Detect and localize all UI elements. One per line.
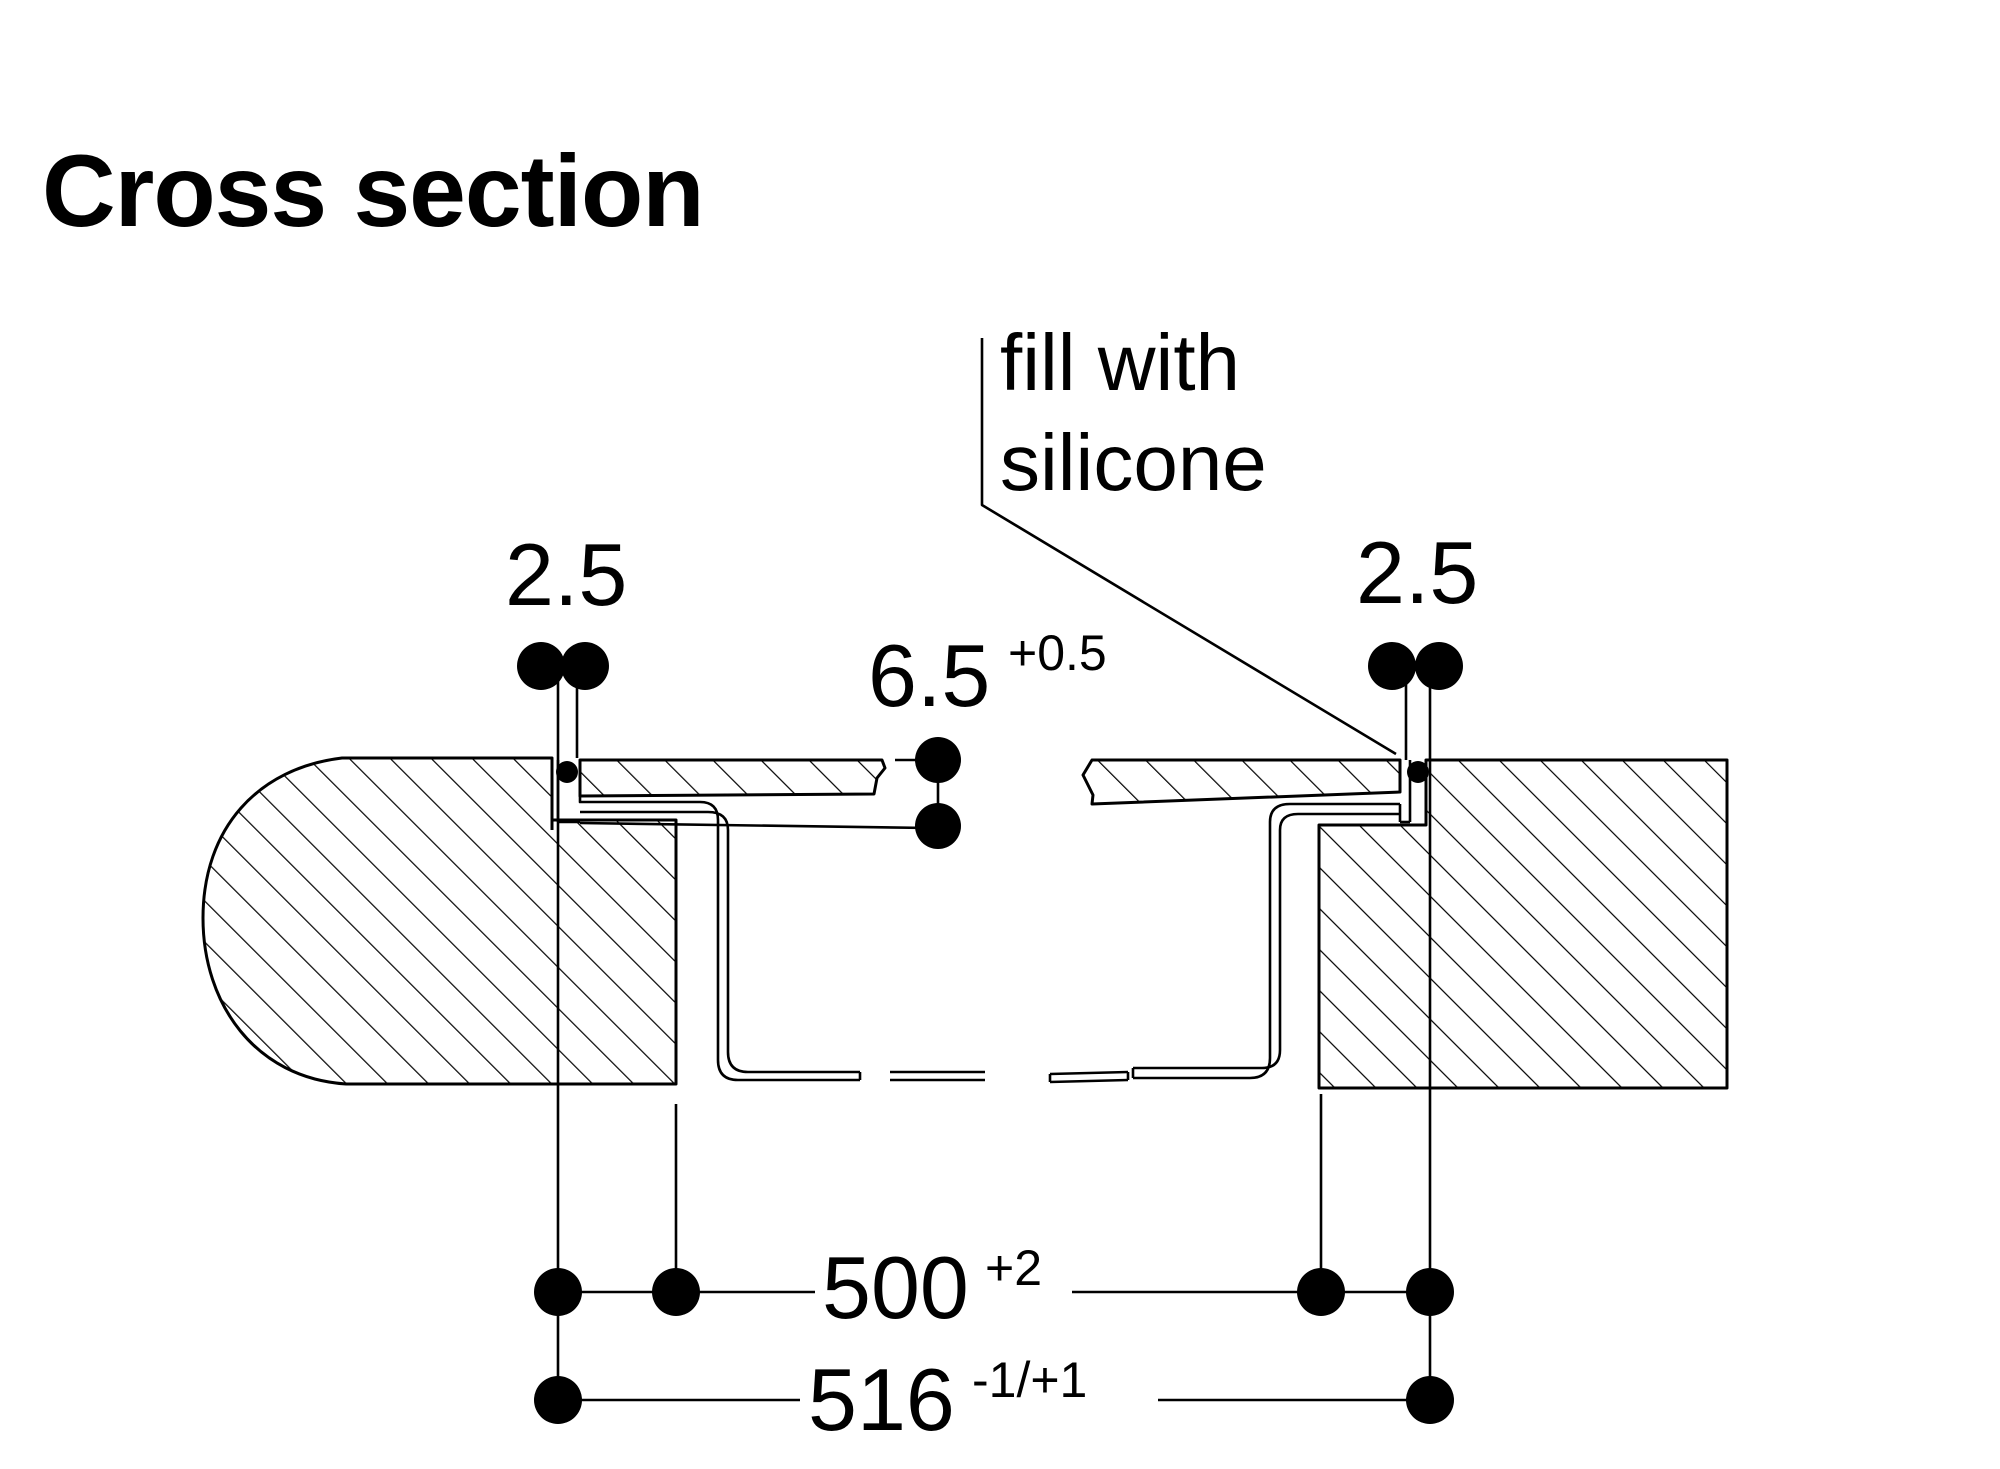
inner-width-tolerance: +2 <box>985 1240 1042 1296</box>
outer-width-tolerance: -1/+1 <box>972 1352 1087 1408</box>
dot <box>1415 642 1463 690</box>
left-worktop <box>201 756 678 1086</box>
right-worktop <box>1317 758 1729 1090</box>
gap-left-label: 2.5 <box>505 525 627 624</box>
dot <box>1368 642 1416 690</box>
inner-width-label: 500 <box>822 1238 969 1337</box>
outer-width-label: 516 <box>808 1350 955 1449</box>
silicone-dot <box>556 761 578 783</box>
dot <box>1406 1376 1454 1424</box>
tray-break-dashes <box>890 1070 985 1082</box>
dot <box>534 1268 582 1316</box>
silicone-dot <box>1407 761 1429 783</box>
dot <box>1406 1268 1454 1316</box>
dot <box>915 803 961 849</box>
left-frame-profile <box>578 760 931 1082</box>
dot <box>534 1376 582 1424</box>
dimension-dots <box>517 642 1463 1424</box>
dot <box>652 1268 700 1316</box>
note-line-2: silicone <box>1000 418 1267 507</box>
right-frame-profile <box>1048 802 1402 1084</box>
note-line-1: fill with <box>1000 318 1240 407</box>
dot <box>1297 1268 1345 1316</box>
dot <box>517 642 565 690</box>
depth-tolerance-label: +0.5 <box>1008 625 1107 681</box>
dot <box>915 737 961 783</box>
diagram-title: Cross section <box>42 134 705 248</box>
gap-right-label: 2.5 <box>1356 523 1478 622</box>
left-glass-panel <box>578 758 887 798</box>
right-glass-panel <box>1081 758 1402 806</box>
depth-value-label: 6.5 <box>868 626 990 725</box>
dot <box>561 642 609 690</box>
